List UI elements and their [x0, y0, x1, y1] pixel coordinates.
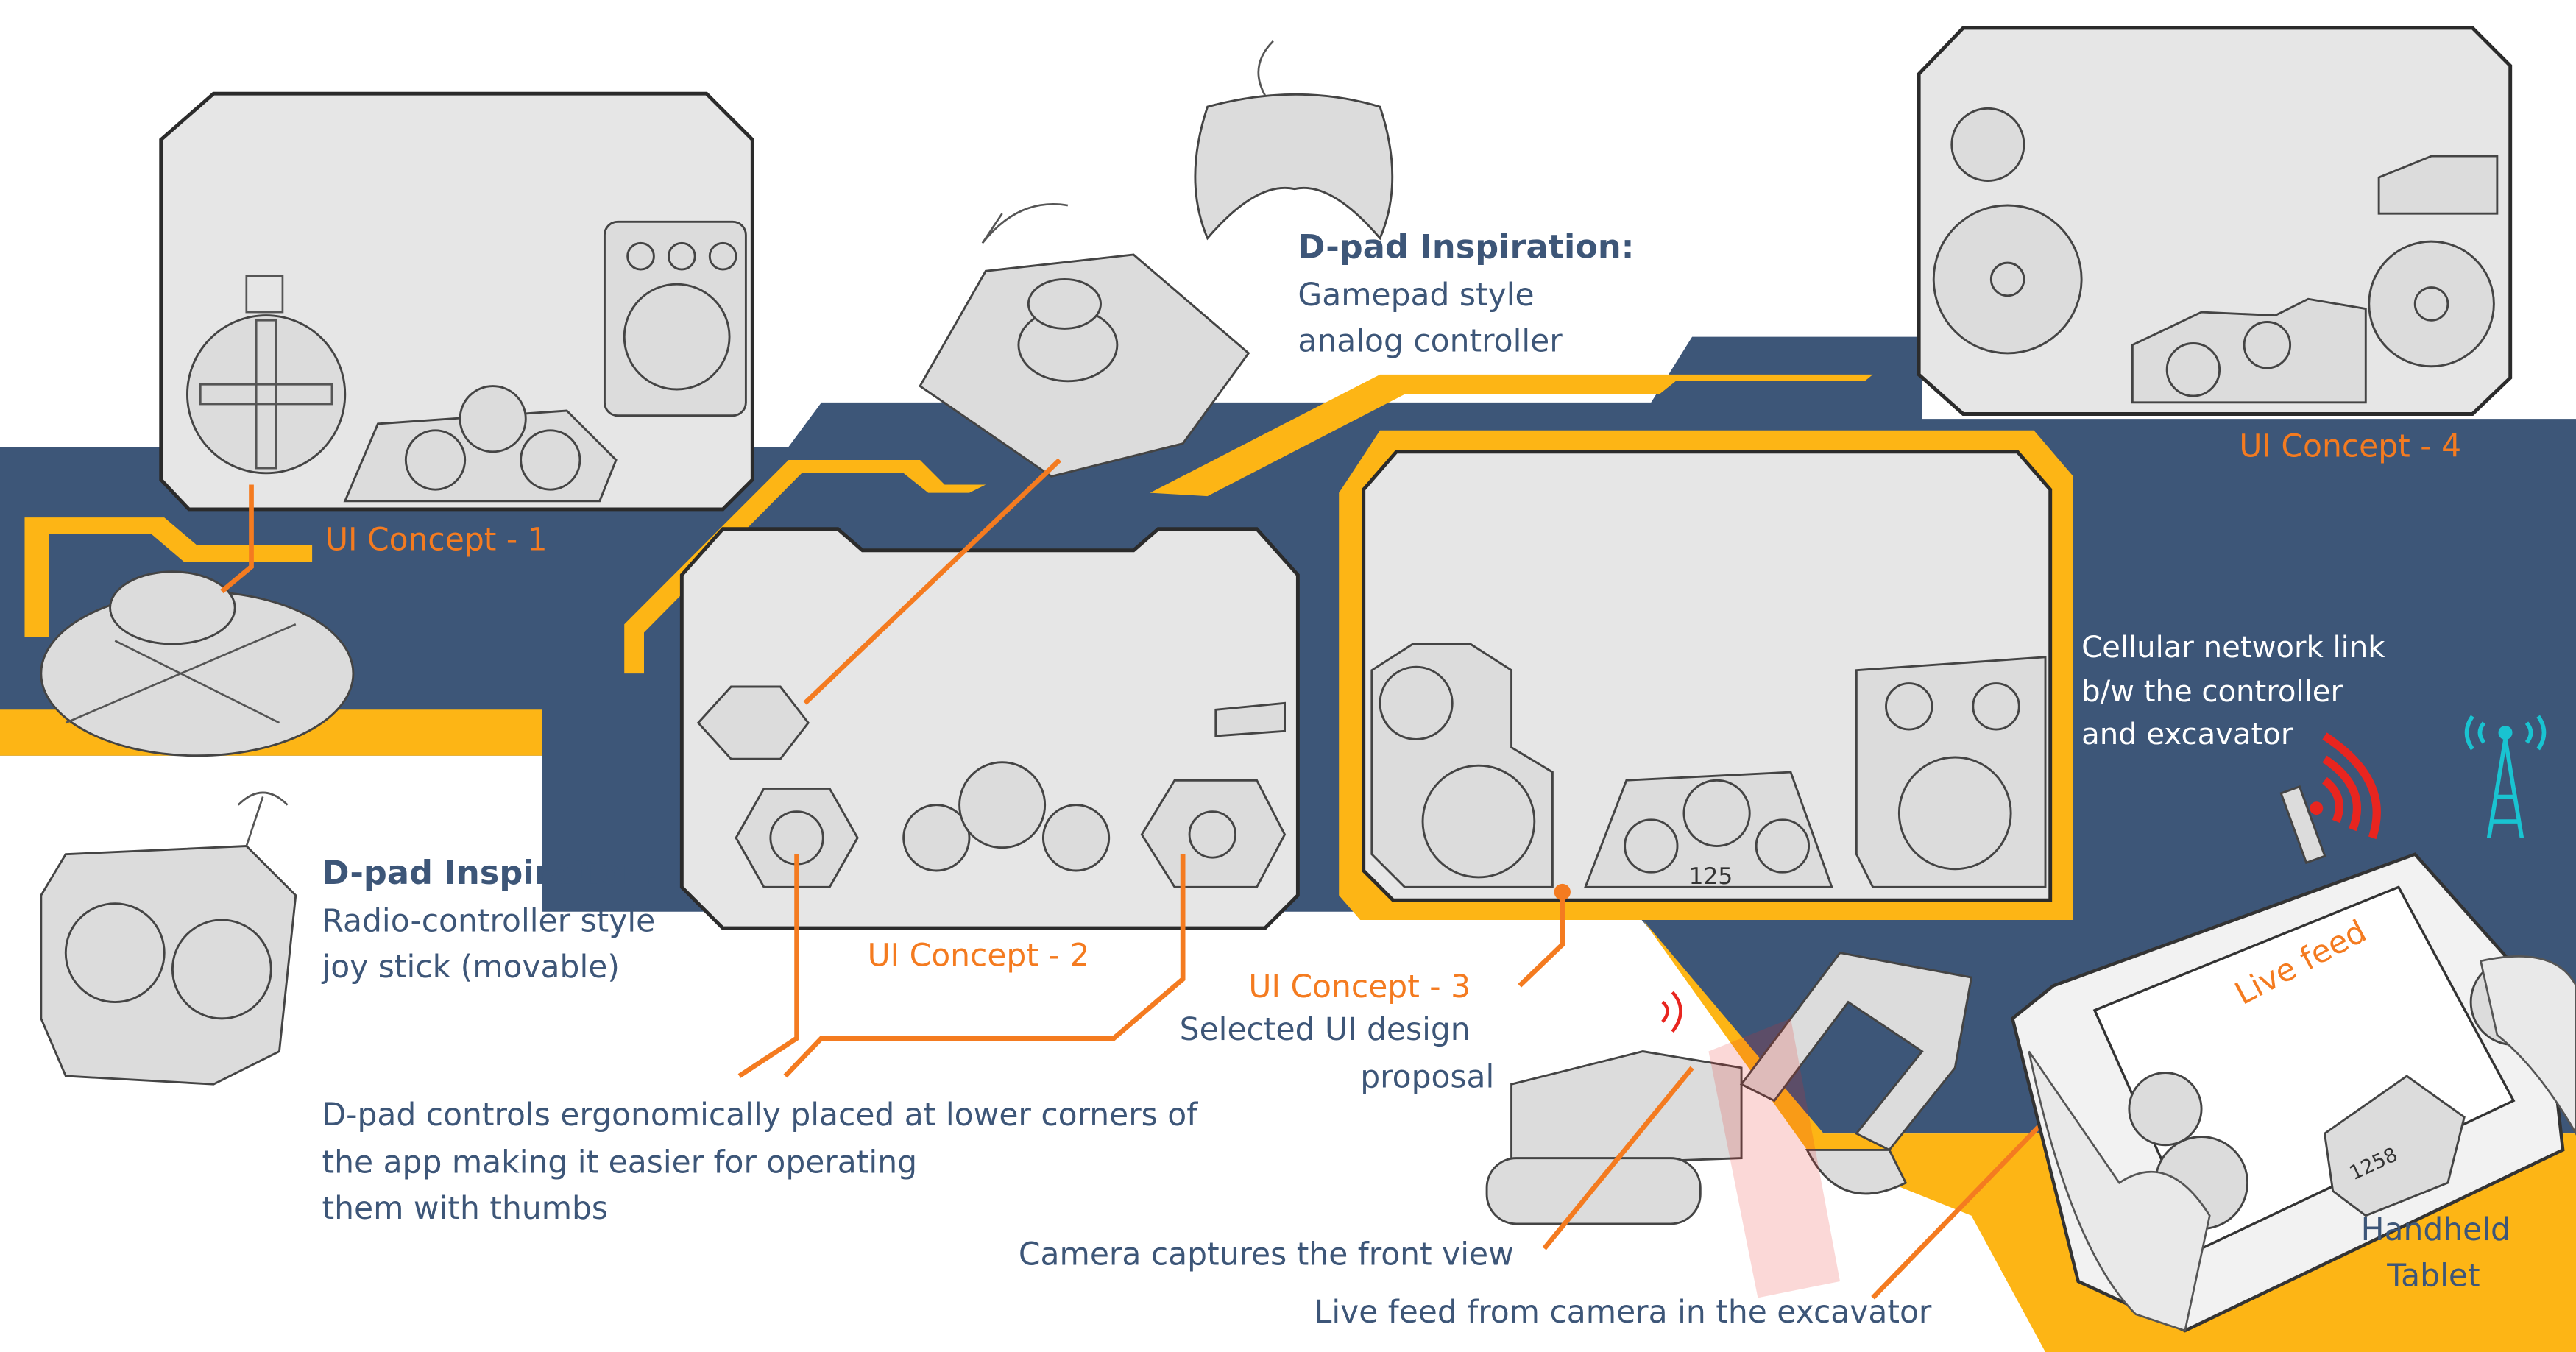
concept-3-note-line2: proposal	[1360, 1060, 1494, 1096]
dpad-icon	[2128, 1072, 2203, 1147]
excavator-icon	[1485, 952, 1973, 1298]
radio-inspiration-line2: joy stick (movable)	[322, 949, 620, 985]
radio-inspiration-line1: Radio-controller style	[322, 904, 656, 940]
gauge-icon	[902, 804, 971, 872]
signal-waves-icon	[1661, 991, 1682, 1033]
dpad-icon	[1950, 107, 2025, 182]
dpad-icon	[1379, 665, 1454, 740]
gauge-icon	[2165, 342, 2221, 397]
cellular-note-line3: and excavator	[2081, 718, 2293, 751]
gamepad-inspiration-line1: Gamepad style	[1298, 277, 1534, 314]
radio-inspiration-title: D-pad Inspiration:	[322, 854, 659, 892]
camera-note: Camera captures the front view	[1019, 1237, 1514, 1273]
concept-3-note-line1: Selected UI design	[1180, 1012, 1471, 1048]
concept-3-readout: 125	[1689, 863, 1733, 890]
gamepad-icon	[1194, 40, 1394, 241]
cellular-note-line2: b/w the controller	[2081, 675, 2343, 709]
yellow-stripe-left-upper	[24, 517, 313, 638]
gamepad-inspiration-title: D-pad Inspiration:	[1298, 227, 1634, 266]
yellow-stripe-top	[1150, 374, 1873, 497]
tablet-label-line2: Tablet	[2386, 1259, 2480, 1295]
radio-controller-icon	[40, 791, 297, 1086]
tablet-label-line1: Handheld	[2361, 1212, 2510, 1248]
ui-concept-3: 125	[1362, 450, 2053, 902]
dpad-note-line1: D-pad controls ergonomically placed at l…	[322, 1097, 1199, 1133]
gauge-icon	[1624, 818, 1679, 874]
concept-1-label: UI Concept - 1	[325, 523, 548, 559]
dpad-note-line2: the app making it easier for operating	[322, 1145, 918, 1181]
dpad-icon	[186, 314, 347, 475]
ui-concept-4	[1917, 26, 2513, 416]
joystick-icon	[40, 570, 355, 757]
concept-3-label: UI Concept - 3	[1248, 969, 1471, 1005]
ui-concept-2	[679, 527, 1300, 930]
signal-waves-icon	[2310, 732, 2381, 840]
livefeed-note: Live feed from camera in the excavator	[1314, 1295, 1932, 1331]
concept-4-label: UI Concept - 4	[2239, 429, 2461, 465]
analog-stick-icon	[919, 202, 1250, 478]
cell-tower-icon	[2464, 715, 2547, 838]
dpad-note-line3: them with thumbs	[322, 1191, 609, 1227]
ui-concept-1	[159, 91, 754, 512]
concept-2-label: UI Concept - 2	[868, 938, 1090, 974]
gamepad-inspiration-line2: analog controller	[1298, 324, 1563, 360]
gauge-icon	[404, 429, 467, 491]
tablet-hands-icon: 1258	[2010, 785, 2576, 1333]
cellular-note-line1: Cellular network link	[2081, 631, 2385, 665]
